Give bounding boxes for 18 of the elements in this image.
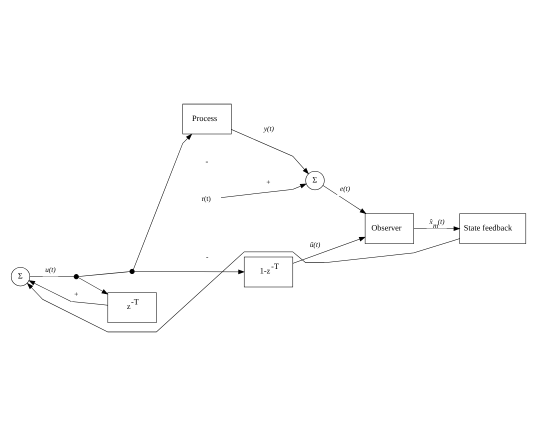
node-circle	[130, 268, 135, 274]
node-circle	[74, 274, 79, 280]
connector	[30, 276, 74, 277]
arrow	[133, 134, 192, 270]
arrow	[322, 185, 367, 214]
node-circle: Σ	[305, 170, 325, 190]
label: -	[205, 156, 208, 166]
node-box: Process	[182, 104, 232, 134]
connector	[78, 271, 130, 277]
arrow	[78, 277, 108, 294]
arrow	[134, 270, 245, 274]
arrow	[28, 280, 108, 306]
node-box: State feedback	[459, 213, 526, 244]
arrow	[414, 226, 460, 231]
node-box: Observer	[364, 213, 414, 244]
arrow	[220, 184, 307, 198]
node-circle: Σ	[10, 267, 30, 286]
arrow	[231, 129, 309, 174]
